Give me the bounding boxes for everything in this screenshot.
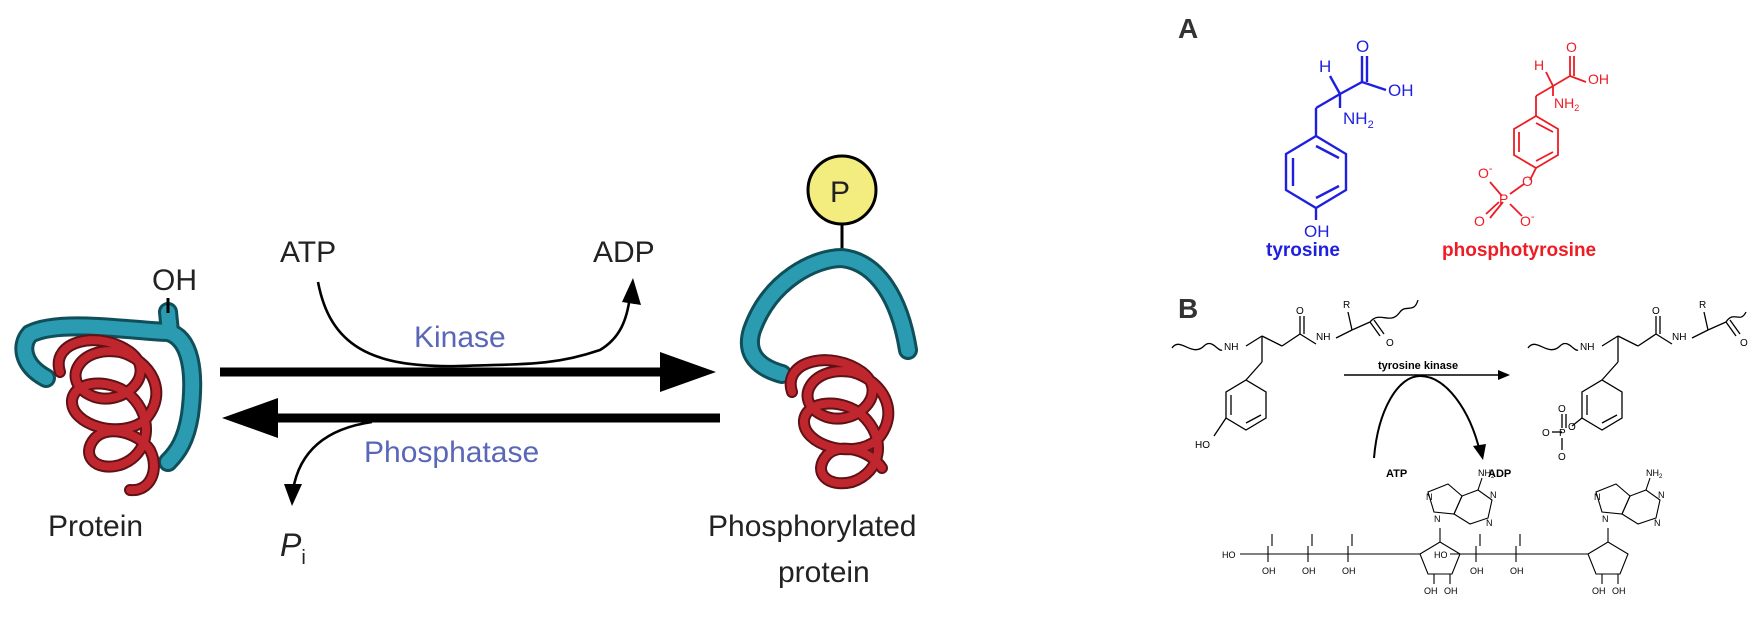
pi-main: P	[280, 527, 302, 563]
left-ho: HO	[1195, 440, 1210, 451]
ptyr-o-double: O	[1474, 213, 1485, 229]
atp-n1: N	[1426, 492, 1433, 502]
tyrosine-structure	[1284, 56, 1387, 220]
tyr-nh2: NH2	[1343, 109, 1374, 131]
pi-subscript: i	[301, 547, 305, 569]
atp-oh2: OH	[1302, 566, 1316, 576]
atp-oh4: OH	[1424, 586, 1438, 596]
right-o4: O	[1542, 428, 1550, 439]
left-o: O	[1296, 306, 1304, 317]
tyrosine-kinase-arrowhead	[1498, 370, 1510, 380]
protein-red-coil	[52, 334, 163, 497]
kinase-label: Kinase	[414, 321, 506, 354]
atp-molecule	[1240, 477, 1493, 584]
adp-label-b: ADP	[1488, 468, 1511, 480]
right-o3: O	[1568, 422, 1576, 433]
panel-b: B NH O NH R O HO	[1171, 293, 1748, 596]
atp-n3: N	[1486, 518, 1493, 528]
ptyr-o: O	[1566, 39, 1577, 55]
right-o5: O	[1558, 404, 1566, 415]
protein-label: Protein	[48, 510, 143, 543]
panel-a: A H O OH NH2 OH tyrosine	[1178, 13, 1609, 261]
atp-oh5: OH	[1444, 586, 1458, 596]
ptyr-oh-acid: OH	[1588, 71, 1609, 87]
left-r: R	[1343, 300, 1350, 311]
adp-oh4: OH	[1612, 586, 1626, 596]
phosphatase-label: Phosphatase	[364, 436, 539, 469]
tyrosine-kinase-label: tyrosine kinase	[1378, 360, 1458, 372]
panel-a-letter: A	[1178, 13, 1198, 44]
right-peptide-structure	[1527, 311, 1747, 450]
pi-arrowhead	[284, 484, 302, 506]
atp-ho: HO	[1222, 550, 1236, 560]
phosphorylated-label-line2: protein	[778, 556, 870, 589]
atp-oh1: OH	[1262, 566, 1276, 576]
pi-curve	[291, 420, 373, 491]
adp-oh2: OH	[1510, 566, 1524, 576]
adp-nh2: NH2	[1646, 468, 1663, 480]
tyr-h: H	[1319, 57, 1331, 76]
right-p: P	[1559, 428, 1566, 439]
ptyr-o-ring: O	[1522, 173, 1533, 189]
tyr-oh-acid: OH	[1388, 81, 1414, 100]
phospho-red-coil	[784, 354, 895, 490]
ptyr-h: H	[1534, 57, 1544, 73]
right-r: R	[1699, 300, 1706, 311]
atp-n4: N	[1434, 514, 1441, 524]
right-o6: O	[1558, 452, 1566, 463]
left-nh: NH	[1224, 342, 1238, 353]
left-nh2: NH	[1316, 332, 1330, 343]
oh-label: OH	[152, 264, 197, 297]
adp-label: ADP	[593, 236, 655, 269]
left-o2: O	[1386, 338, 1394, 349]
atp-oh3: OH	[1342, 566, 1356, 576]
right-nh: NH	[1580, 342, 1594, 353]
pi-label: Pi	[280, 527, 306, 569]
adp-n4: N	[1602, 514, 1609, 524]
panel-b-letter: B	[1178, 293, 1198, 324]
phosphotyrosine-label: phosphotyrosine	[1442, 240, 1596, 261]
right-o2: O	[1740, 338, 1748, 349]
tyr-oh-ring: OH	[1304, 222, 1330, 241]
ptyr-o-minus-1: O-	[1478, 163, 1493, 181]
adp-oh3: OH	[1592, 586, 1606, 596]
adp-n2: N	[1658, 490, 1665, 500]
right-o: O	[1652, 306, 1660, 317]
adp-ho: HO	[1434, 550, 1448, 560]
phosphotyrosine-structure	[1485, 56, 1587, 219]
tyr-o: O	[1356, 37, 1369, 56]
atp-label: ATP	[280, 236, 336, 269]
phosphorylated-label-line1: Phosphorylated	[708, 510, 916, 543]
atp-nh2: NH2	[1478, 468, 1495, 480]
adp-arrowhead	[622, 278, 641, 305]
atp-adp-curve	[316, 281, 632, 368]
left-peptide-structure	[1171, 299, 1419, 437]
adp-oh1: OH	[1470, 566, 1484, 576]
p-badge-label: P	[830, 176, 850, 209]
adp-n3: N	[1654, 518, 1661, 528]
ptyr-nh2: NH2	[1554, 95, 1579, 113]
ptyr-o-minus-2: O-	[1520, 211, 1535, 229]
left-panel: OH ATP ADP Kinase Phosphatase Protein Pi…	[14, 154, 918, 589]
adp-n1: N	[1594, 492, 1601, 502]
atp-n2: N	[1490, 490, 1497, 500]
phosphatase-reverse-arrowhead	[222, 398, 278, 438]
right-nh2: NH	[1672, 332, 1686, 343]
atp-label-b: ATP	[1386, 468, 1407, 480]
adp-molecule	[1450, 477, 1661, 584]
atp-adp-arc-head	[1473, 444, 1486, 460]
ptyr-p: P	[1499, 191, 1508, 207]
atp-adp-arc	[1373, 374, 1481, 459]
tyrosine-label: tyrosine	[1266, 240, 1340, 261]
kinase-forward-arrowhead	[660, 352, 716, 392]
